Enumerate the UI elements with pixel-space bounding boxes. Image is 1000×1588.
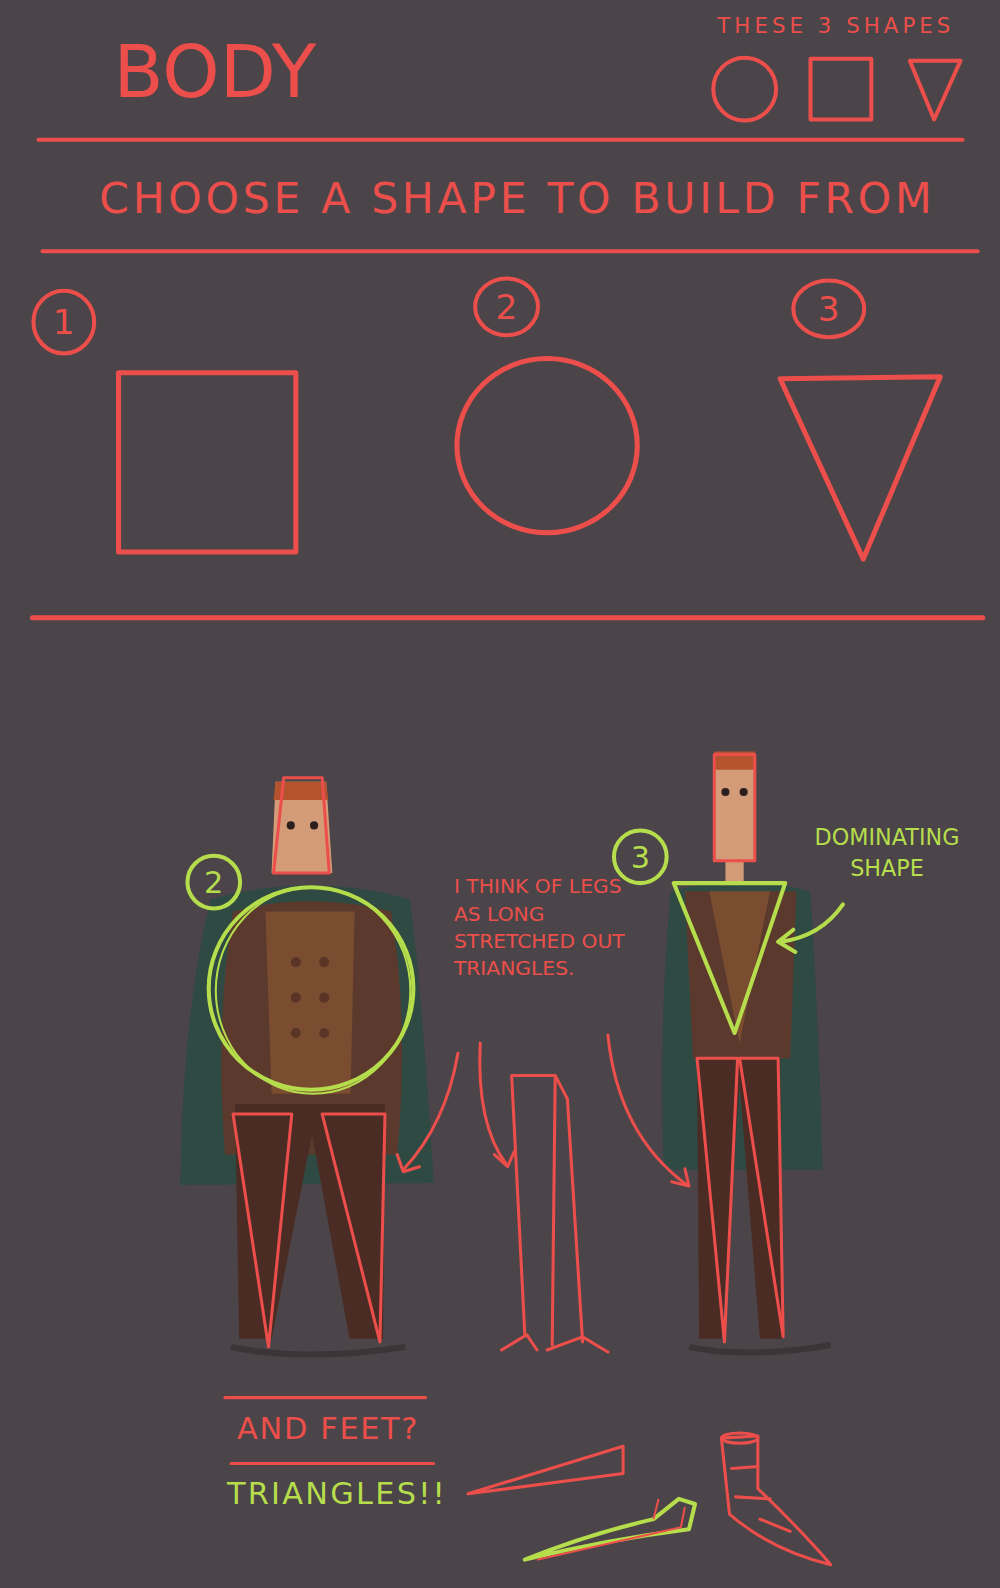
feet-question: AND FEET?	[237, 1412, 419, 1447]
callout-number: 3	[612, 828, 669, 885]
shapes-note: THESE 3 SHAPES	[717, 14, 954, 38]
dominating-note: DOMINATING SHAPE	[798, 822, 975, 884]
callout-number: 3	[791, 279, 866, 340]
section-heading: CHOOSE A SHAPE TO BUILD FROM	[99, 174, 935, 223]
legs-note: I THINK OF LEGS AS LONG STRETCHED OUT TR…	[454, 873, 647, 982]
callout-number: 2	[185, 854, 242, 911]
callout-text: 1	[31, 289, 96, 356]
callout-text: 3	[612, 828, 669, 885]
callout-text: 2	[473, 276, 540, 337]
callout-text: 3	[791, 279, 866, 340]
callout-text: 2	[185, 854, 242, 911]
callout-number: 2	[473, 276, 540, 337]
callout-number: 1	[31, 289, 96, 356]
page-title: BODY	[113, 30, 316, 114]
feet-answer: TRIANGLES!!	[227, 1477, 447, 1512]
